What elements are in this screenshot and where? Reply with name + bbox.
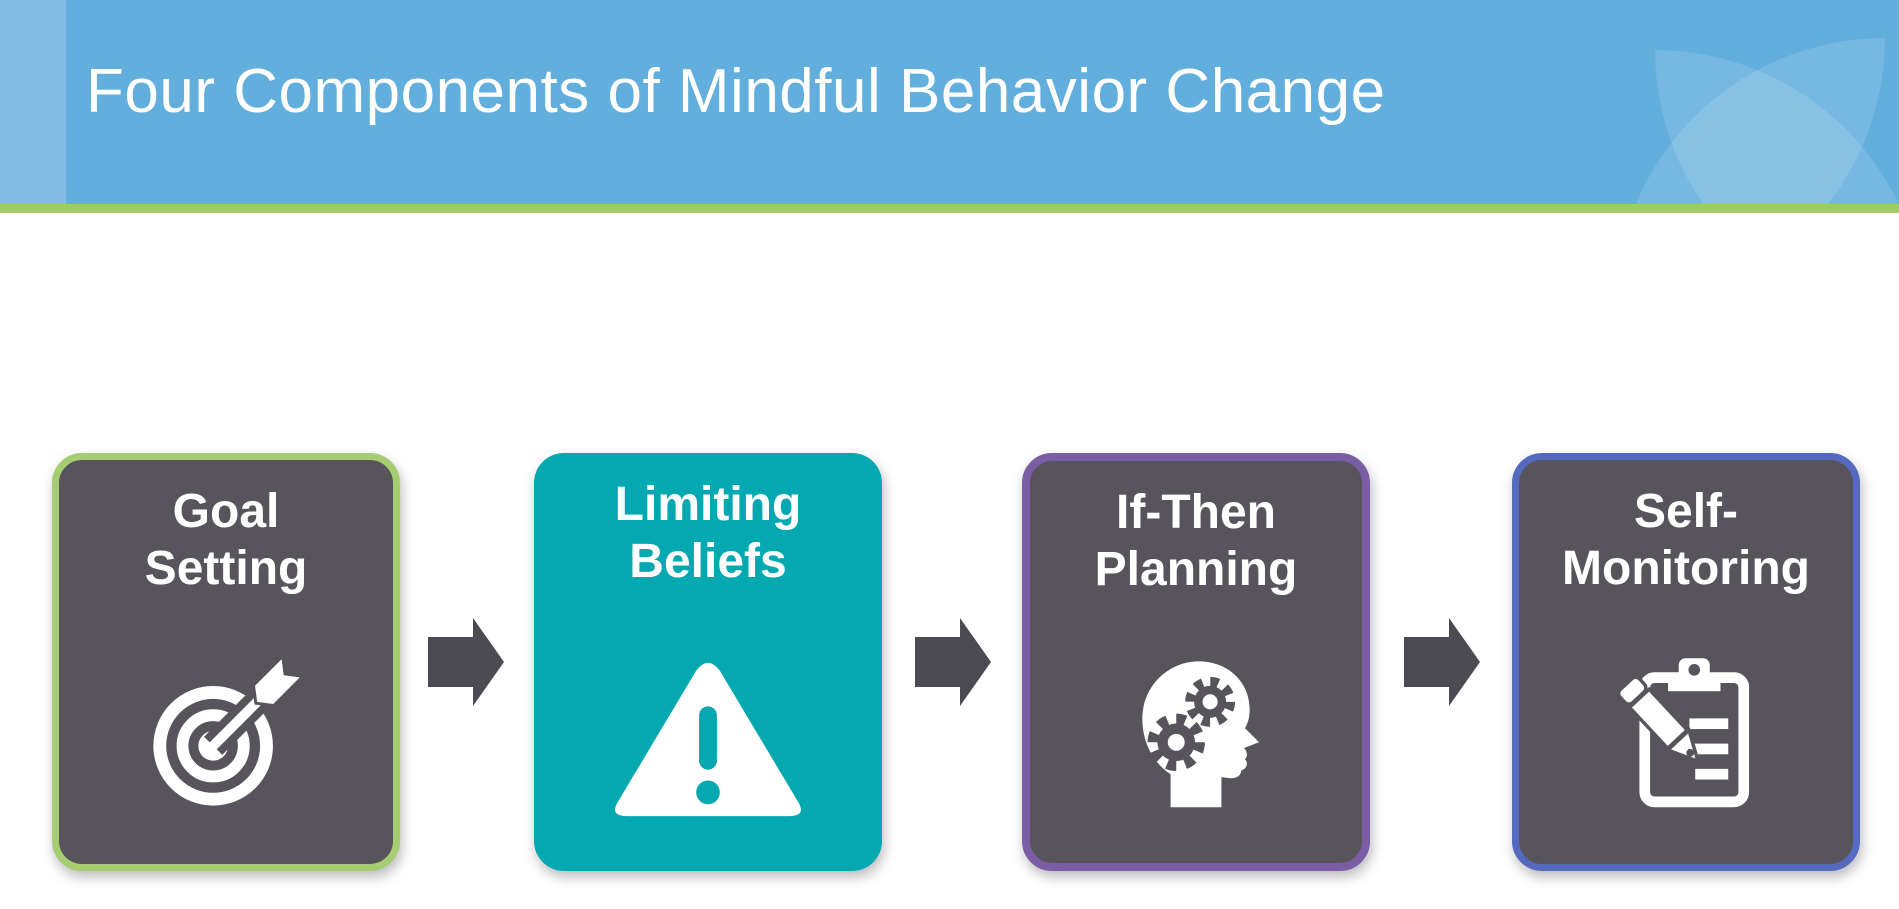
clipboard-pencil-icon xyxy=(1519,646,1853,816)
card-label-line2: Beliefs xyxy=(629,534,787,588)
component-card-goal-setting: Goal Setting xyxy=(52,453,400,871)
component-card-self-monitoring: Self- Monitoring xyxy=(1512,453,1860,871)
component-card-limiting-beliefs: Limiting Beliefs xyxy=(534,453,882,871)
component-card-if-then-planning: If-Then Planning xyxy=(1022,453,1370,871)
header-divider-line xyxy=(0,204,1899,213)
card-label-line2: Setting xyxy=(144,541,308,595)
warning-triangle-icon xyxy=(534,655,882,823)
card-label-line1: Goal xyxy=(172,485,280,538)
card-label: Goal Setting xyxy=(59,484,393,597)
card-label: Self- Monitoring xyxy=(1519,484,1853,597)
slide-title: Four Components of Mindful Behavior Chan… xyxy=(86,57,1386,126)
right-arrow-icon xyxy=(1404,618,1480,706)
card-label-line2: Monitoring xyxy=(1562,541,1810,595)
card-label-line1: Limiting xyxy=(614,478,802,531)
right-arrow-icon xyxy=(915,618,991,706)
card-label: If-Then Planning xyxy=(1030,485,1362,598)
card-label-line1: Self- xyxy=(1633,485,1738,538)
target-icon xyxy=(59,648,393,816)
card-label-line2: Planning xyxy=(1094,542,1298,596)
right-arrow-icon xyxy=(428,618,504,706)
head-gears-icon xyxy=(1030,647,1362,815)
card-label-line1: If-Then xyxy=(1116,486,1276,539)
card-label: Limiting Beliefs xyxy=(534,477,882,590)
slide-header: Four Components of Mindful Behavior Chan… xyxy=(0,0,1899,204)
header-left-accent-strip xyxy=(0,0,66,204)
